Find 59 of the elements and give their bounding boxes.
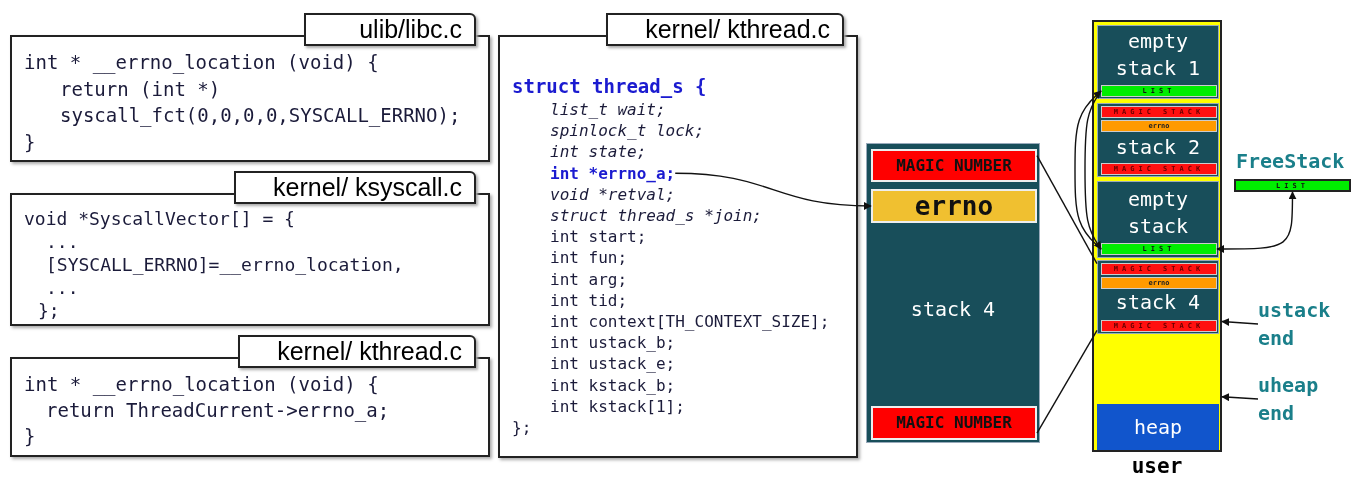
stack-label: empty stack bbox=[1126, 186, 1190, 240]
stack-block bbox=[1097, 103, 1219, 177]
stack-block bbox=[1097, 181, 1219, 258]
code-line: int *errno_a; bbox=[550, 162, 676, 184]
code-line: return (int *) bbox=[60, 76, 221, 102]
arrow bbox=[1074, 90, 1102, 250]
code-line: } bbox=[24, 129, 36, 155]
code-line: }; bbox=[512, 417, 532, 439]
code-line: } bbox=[24, 424, 36, 449]
arrow bbox=[1216, 191, 1297, 253]
pointer-label: ustack end bbox=[1258, 296, 1346, 352]
stack-label: stack 4 bbox=[909, 296, 997, 323]
code-line: spinlock_t lock; bbox=[550, 120, 705, 142]
code-line: syscall_fct(0,0,0,0,SYSCALL_ERRNO); bbox=[60, 103, 461, 129]
code-line: struct thread_s { bbox=[512, 74, 707, 99]
stack-label: stack 4 bbox=[1114, 289, 1202, 316]
code-line: int ustack_b; bbox=[550, 332, 676, 354]
memory-field: MAGIC NUMBER bbox=[871, 406, 1037, 440]
code-line: int arg; bbox=[550, 268, 628, 290]
code-line: int tid; bbox=[550, 289, 628, 312]
code-line: }; bbox=[38, 299, 60, 322]
code-line: int start; bbox=[550, 226, 647, 248]
code-line: [SYSCALL_ERRNO]=__errno_location, bbox=[46, 253, 404, 276]
code-line: int kstack[1]; bbox=[550, 395, 685, 418]
code-line: int ustack_e; bbox=[550, 353, 676, 375]
code-line: int * __errno_location (void) { bbox=[24, 372, 379, 397]
code-line: ... bbox=[46, 276, 79, 299]
code-line: return ThreadCurrent->errno_a; bbox=[46, 398, 390, 423]
stack-label: stack 2 bbox=[1114, 134, 1202, 161]
code-line: void *SyscallVector[] = { bbox=[24, 207, 295, 230]
file-name-tab: kernel/ kthread.c bbox=[238, 335, 476, 368]
arrow bbox=[1221, 393, 1259, 402]
arrow bbox=[674, 172, 872, 210]
memory-field: MAGIC NUMBER bbox=[871, 149, 1037, 182]
code-line: int state; bbox=[550, 141, 647, 163]
code-line: void *retval; bbox=[550, 183, 676, 205]
code-line: ... bbox=[46, 230, 79, 253]
stack-block bbox=[1097, 25, 1219, 99]
code-line: struct thread_s *join; bbox=[550, 205, 762, 227]
arrow bbox=[1084, 90, 1102, 250]
code-line: list_t wait; bbox=[550, 99, 666, 121]
free-stack-label: FreeStack bbox=[1236, 149, 1345, 173]
pointer-label: uheap end bbox=[1258, 371, 1346, 427]
code-line: int fun; bbox=[550, 247, 628, 269]
file-name-tab: kernel/ ksyscall.c bbox=[234, 171, 476, 204]
stack-block bbox=[1097, 260, 1219, 334]
stack-label: empty stack 1 bbox=[1114, 28, 1202, 82]
connector-line bbox=[1036, 329, 1098, 434]
column-label: user bbox=[1130, 455, 1184, 477]
memory-field: errno bbox=[871, 189, 1037, 223]
file-name-tab: ulib/libc.c bbox=[304, 13, 476, 46]
stack-block bbox=[866, 143, 1040, 443]
code-line: int * __errno_location (void) { bbox=[24, 50, 379, 76]
file-name-tab: kernel/ kthread.c bbox=[606, 13, 844, 46]
code-line: int kstack_b; bbox=[550, 374, 676, 396]
code-line: int context[TH_CONTEXT_SIZE]; bbox=[550, 311, 830, 333]
connector-line bbox=[1036, 154, 1098, 265]
heap-block: heap bbox=[1097, 404, 1219, 450]
arrow bbox=[1221, 318, 1259, 326]
